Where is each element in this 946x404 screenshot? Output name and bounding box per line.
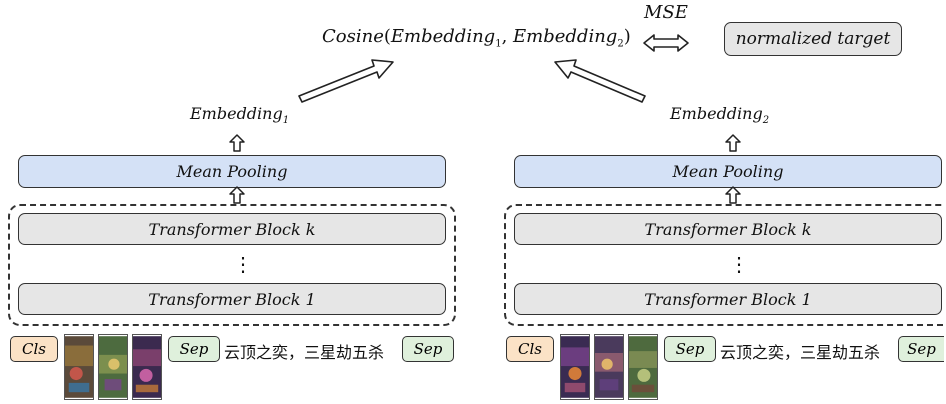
left-sep-token-2: Sep — [402, 336, 454, 362]
right-embedding-label: Embedding2 — [670, 104, 769, 126]
right-embedding-sub: 2 — [762, 115, 770, 127]
right-cls-token: Cls — [506, 336, 554, 362]
left-frame-image-1 — [64, 334, 94, 400]
left-frame-image-3 — [132, 334, 162, 400]
right-frame-image-2 — [594, 334, 624, 400]
right-up-arrow-top-icon — [725, 134, 741, 152]
left-embedding-sub: 1 — [282, 115, 290, 127]
left-frame-image-2 — [98, 334, 128, 400]
right-transformer-stack — [504, 204, 944, 326]
right-transformer-block-k: Transformer Block k — [514, 213, 942, 245]
cosine-sub2: 2 — [617, 38, 624, 50]
left-text-tokens: 云顶之奕，三星劫五杀 — [224, 343, 385, 362]
right-sep-token-1: Sep — [664, 336, 716, 362]
left-diagonal-arrow-icon — [298, 59, 394, 103]
left-sep-token-1: Sep — [168, 336, 220, 362]
cosine-formula: Cosine(Embedding1, Embedding2) — [322, 26, 631, 50]
normalized-target-box: normalized target — [724, 22, 902, 56]
left-transformer-block-k: Transformer Block k — [18, 213, 446, 245]
cosine-sub1: 1 — [495, 38, 502, 50]
mse-label: MSE — [644, 2, 688, 23]
mse-double-arrow-icon — [643, 34, 689, 52]
left-mean-pooling: Mean Pooling — [18, 155, 446, 188]
right-sep-token-2: Sep — [898, 336, 944, 362]
left-ellipsis: ⋮ — [233, 252, 253, 276]
right-frame-image-3 — [628, 334, 658, 400]
left-embedding-label: Embedding1 — [190, 104, 289, 126]
cosine-arg1: Embedding — [390, 26, 496, 47]
right-embedding-text: Embedding — [670, 104, 763, 123]
right-frame-image-1 — [560, 334, 590, 400]
left-cls-token: Cls — [10, 336, 58, 362]
right-diagonal-arrow-icon — [554, 59, 646, 103]
left-transformer-block-1: Transformer Block 1 — [18, 283, 446, 315]
right-transformer-block-1: Transformer Block 1 — [514, 283, 942, 315]
right-text-tokens: 云顶之奕，三星劫五杀 — [720, 343, 881, 362]
left-up-arrow-bottom-icon — [229, 186, 245, 204]
left-transformer-stack — [8, 204, 456, 326]
left-up-arrow-top-icon — [229, 134, 245, 152]
cosine-function: Cosine — [322, 26, 384, 47]
right-up-arrow-bottom-icon — [725, 186, 741, 204]
right-mean-pooling: Mean Pooling — [514, 155, 942, 188]
left-embedding-text: Embedding — [190, 104, 283, 123]
right-ellipsis: ⋮ — [729, 252, 749, 276]
cosine-arg2: Embedding — [513, 26, 618, 47]
